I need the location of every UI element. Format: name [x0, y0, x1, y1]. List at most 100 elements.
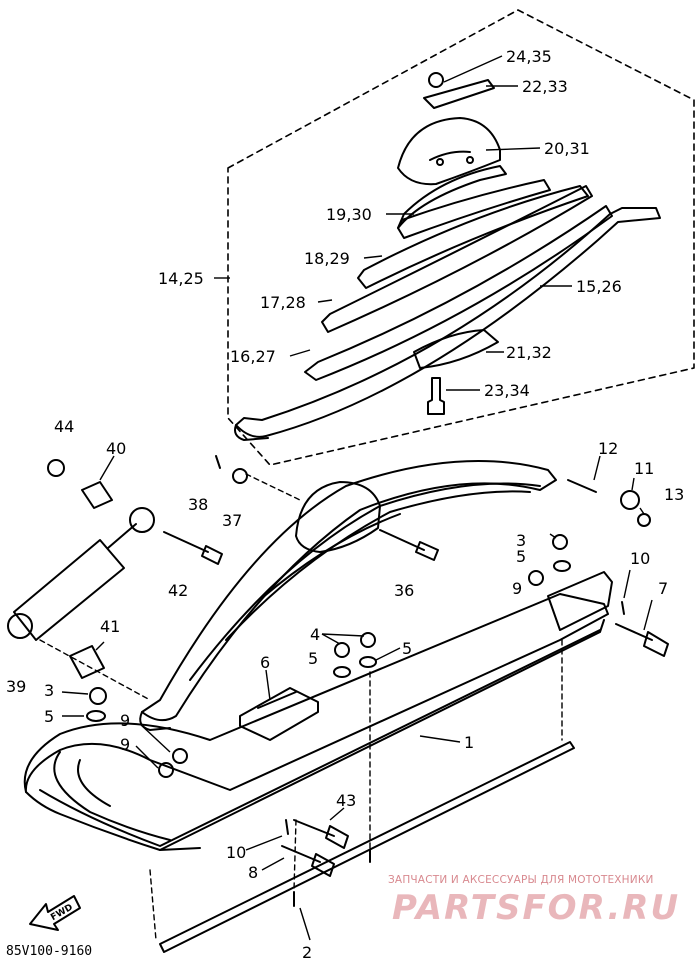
callout-3: 3 [516, 531, 526, 550]
callout-11: 11 [634, 459, 654, 478]
callout-5: 5 [308, 649, 318, 668]
callout-20-31: 20,31 [544, 139, 590, 158]
assembled-spring-main [141, 460, 557, 722]
collar-9 [172, 748, 188, 764]
washer-5 [553, 560, 571, 572]
callout-22-33: 22,33 [522, 77, 568, 96]
ski-side-wall [39, 629, 601, 847]
callout-44: 44 [54, 417, 74, 436]
collar-9 [528, 570, 544, 586]
ski-inner-rail [53, 751, 171, 841]
callout-39: 39 [6, 677, 26, 696]
leader-line [99, 455, 115, 481]
nut-37 [232, 468, 248, 484]
callout-5: 5 [402, 639, 412, 658]
spring-leaf-20-31 [397, 179, 551, 239]
callout-42: 42 [168, 581, 188, 600]
spring-top-bracket [423, 79, 495, 109]
shock-absorber-rod [107, 523, 137, 549]
leader-line [443, 55, 503, 83]
callout-36: 36 [394, 581, 414, 600]
callout-8: 8 [248, 863, 258, 882]
spring-leaf-17-28 [304, 205, 613, 381]
washer-13 [637, 513, 651, 527]
nut-4 [360, 632, 376, 648]
leader-line [265, 669, 271, 701]
ski-inner-rail [77, 759, 111, 807]
leader-line [623, 569, 631, 599]
callout-10: 10 [226, 843, 246, 862]
callout-40: 40 [106, 439, 126, 458]
collar-11 [620, 490, 640, 510]
leader-line [329, 807, 345, 821]
callout-9: 9 [120, 711, 130, 730]
spring-lower-bolt [427, 377, 445, 415]
leader-line [317, 299, 333, 303]
ski-top-plate [23, 593, 609, 793]
callout-14-25: 14,25 [158, 269, 204, 288]
leader-line [135, 745, 159, 769]
leader-line [419, 735, 461, 743]
callout-23-34: 23,34 [484, 381, 530, 400]
leader-line [643, 599, 653, 631]
leader-line [549, 533, 557, 539]
leaf-spring-stack [234, 165, 661, 441]
nut-3 [89, 687, 107, 705]
drawing-code: 85V100-9160 [6, 944, 93, 959]
callout-7: 7 [658, 579, 668, 598]
bolt-42 [163, 531, 223, 565]
spring-lower-plate [413, 329, 499, 369]
nut-44 [47, 459, 65, 477]
leader-line [363, 255, 383, 259]
assembled-spring-leaf [189, 482, 541, 681]
callout-18-29: 18,29 [304, 249, 350, 268]
leader-line [321, 633, 365, 637]
washer-5 [86, 710, 106, 722]
bolt-7 [615, 623, 669, 657]
shock-absorber-body [13, 539, 125, 641]
assembled-spring-leaf [261, 513, 401, 599]
leader-line [631, 477, 635, 491]
leader-line [639, 507, 645, 515]
callout-21-32: 21,32 [506, 343, 552, 362]
ski-wear-bar [159, 741, 575, 953]
leader-line [289, 349, 311, 357]
callout-37: 37 [222, 511, 242, 530]
spring-clamp-hole [466, 156, 474, 164]
callout-17-28: 17,28 [260, 293, 306, 312]
callout-5: 5 [44, 707, 54, 726]
leader-line [95, 641, 105, 651]
watermark-logo: PARTSFOR.RU [392, 888, 681, 928]
leader-line [61, 691, 89, 695]
callout-12: 12 [598, 439, 618, 458]
callout-4: 4 [310, 625, 320, 644]
spring-clamp-hole [436, 158, 444, 166]
spring-leaf-18-29 [321, 185, 593, 333]
spring-leaf-top [397, 165, 507, 229]
callout-19-30: 19,30 [326, 205, 372, 224]
collar-41 [69, 645, 105, 679]
ski-bottom-edge [159, 619, 605, 851]
assembled-spring-leaf [225, 490, 531, 641]
spring-top-nut [428, 72, 444, 88]
ski-rear-bracket [547, 571, 613, 631]
callout-1: 1 [464, 733, 474, 752]
alignment-line [293, 819, 297, 891]
bolt-43 [293, 819, 349, 849]
spring-mount-slot [257, 691, 297, 709]
spring-leaf-16-27-curl [234, 424, 269, 441]
nut-4 [334, 642, 350, 658]
callout-2: 2 [302, 943, 312, 962]
alignment-line [149, 869, 157, 941]
spring-assembly-boundary [227, 9, 695, 466]
assembled-spring-clamp [295, 481, 381, 553]
collar-9 [158, 762, 174, 778]
alignment-line [245, 473, 301, 501]
callout-9: 9 [512, 579, 522, 598]
pin-12 [567, 479, 597, 493]
callout-38: 38 [188, 495, 208, 514]
bolt-36 [379, 529, 439, 561]
callout-9: 9 [120, 735, 130, 754]
washer-5 [333, 666, 351, 678]
